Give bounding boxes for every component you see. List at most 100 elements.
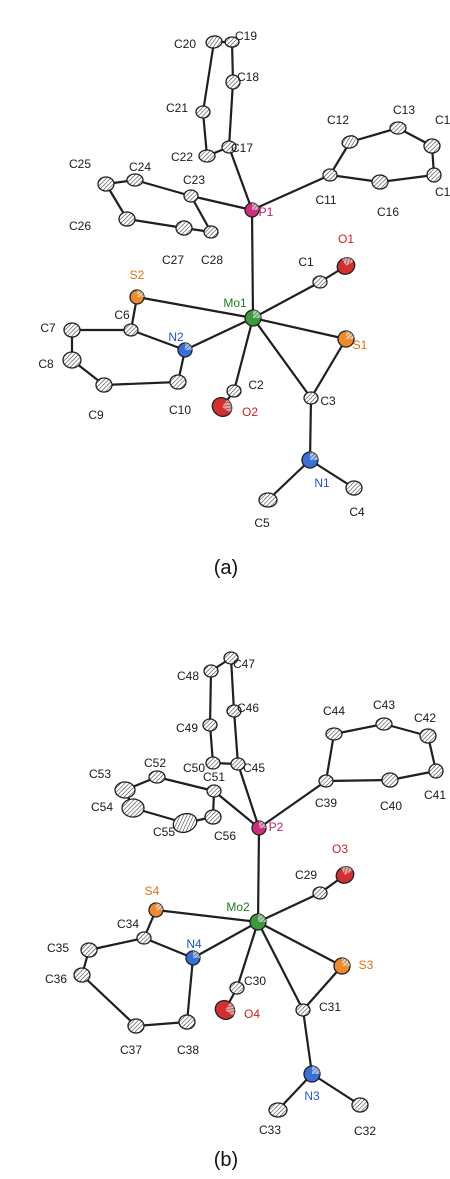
atom-octant-n2 <box>185 343 192 350</box>
atom-label-c14: C14 <box>435 113 450 127</box>
atom-label-c39: C39 <box>315 796 337 810</box>
atom-label-mo1: Mo1 <box>223 296 247 310</box>
atom-c18 <box>225 74 241 90</box>
atom-label-c28: C28 <box>201 253 223 267</box>
atom-c33 <box>268 1102 288 1118</box>
atom-c8 <box>62 351 82 369</box>
atom-label-c12: C12 <box>327 113 349 127</box>
atom-label-c53: C53 <box>89 767 111 781</box>
atom-c27 <box>175 220 193 236</box>
atom-c17 <box>221 140 237 154</box>
atom-label-c52: C52 <box>144 756 166 770</box>
atom-c50 <box>205 756 221 770</box>
atom-label-s3: S3 <box>359 958 374 972</box>
atom-label-c15: C15 <box>435 185 450 199</box>
atom-label-c4: C4 <box>349 505 365 519</box>
bond-c38-n4 <box>185 956 195 1024</box>
atom-label-c35: C35 <box>47 941 69 955</box>
atom-c15 <box>426 167 442 183</box>
atom-c30 <box>229 981 245 995</box>
atom-c26 <box>118 211 136 227</box>
atom-label-c25: C25 <box>69 157 91 171</box>
atom-label-c3: C3 <box>320 394 336 408</box>
atom-label-c17: C17 <box>231 141 253 155</box>
atom-label-c16: C16 <box>377 205 399 219</box>
atom-label-s1: S1 <box>353 338 368 352</box>
bond-p2-mo2 <box>256 826 261 924</box>
atom-c54 <box>121 798 145 818</box>
bond-c34-c35 <box>87 936 146 952</box>
atom-c3 <box>303 391 319 405</box>
atom-label-c50: C50 <box>183 761 205 775</box>
atom-label-c5: C5 <box>254 516 270 530</box>
atom-c14 <box>423 138 441 154</box>
atom-label-c49: C49 <box>176 721 198 735</box>
bond-c21-c22 <box>201 110 209 158</box>
bond-c31-n3 <box>301 1008 314 1076</box>
atom-octant-s1 <box>346 331 354 339</box>
atom-c19 <box>224 36 240 48</box>
atom-c46 <box>226 704 242 718</box>
bond-p1-mo1 <box>250 208 255 320</box>
bond-c34-n4 <box>142 936 195 960</box>
atom-label-c55: C55 <box>153 825 175 839</box>
atom-c2 <box>226 384 242 398</box>
atom-c5 <box>258 492 278 508</box>
atom-c21 <box>195 105 211 119</box>
bond-c51-c52 <box>155 775 216 793</box>
atom-c40 <box>381 772 399 788</box>
atom-c9 <box>95 377 113 393</box>
bond-c20-c21 <box>201 40 216 114</box>
atom-octant-p2 <box>259 821 266 828</box>
atom-c41 <box>428 763 444 779</box>
atom-c29 <box>312 886 328 900</box>
bond-n1-c5 <box>266 458 312 502</box>
atom-label-c48: C48 <box>177 669 199 683</box>
atom-label-c43: C43 <box>373 698 395 712</box>
atom-c43 <box>375 717 393 731</box>
atom-c36 <box>73 967 91 983</box>
atom-c13 <box>389 121 407 135</box>
atoms-panel-a <box>62 35 442 508</box>
atom-label-c33: C33 <box>259 1123 281 1137</box>
atom-c10 <box>169 374 187 390</box>
atom-label-c45: C45 <box>243 761 265 775</box>
bond-mo1-c3 <box>251 316 313 400</box>
bond-c6-n2 <box>129 328 187 352</box>
panel-label-b: (b) <box>214 1149 238 1171</box>
atom-octant-o4 <box>225 1002 235 1016</box>
atom-c49 <box>202 718 218 732</box>
atom-c32 <box>351 1097 369 1113</box>
atom-label-c6: C6 <box>114 308 130 322</box>
atom-label-s4: S4 <box>145 884 160 898</box>
atom-label-c9: C9 <box>88 408 104 422</box>
bond-mo1-s1 <box>251 316 348 341</box>
atom-label-n1: N1 <box>314 476 330 490</box>
atom-label-c10: C10 <box>169 403 191 417</box>
atom-label-c19: C19 <box>235 29 257 43</box>
atom-label-c36: C36 <box>45 972 67 986</box>
atom-octant-mo2 <box>258 914 266 922</box>
atom-c24 <box>126 173 144 187</box>
bond-c36-c37 <box>80 973 138 1028</box>
bond-mo2-c29 <box>256 891 322 924</box>
atom-label-c26: C26 <box>69 219 91 233</box>
atom-c55 <box>172 812 198 834</box>
atom-c38 <box>178 1014 196 1030</box>
atom-label-c23: C23 <box>183 173 205 187</box>
atom-label-n2: N2 <box>168 330 184 344</box>
atom-octant-s4 <box>156 903 163 910</box>
atom-octant-n4 <box>193 951 200 958</box>
atom-c28 <box>203 225 219 239</box>
atom-c56 <box>204 809 222 825</box>
bond-n2-mo1 <box>183 316 255 352</box>
atom-label-c51: C51 <box>203 770 225 784</box>
atom-c1 <box>312 275 328 289</box>
atom-label-c47: C47 <box>233 657 255 671</box>
bond-mo1-c2 <box>232 316 255 393</box>
atom-label-n3: N3 <box>304 1089 320 1103</box>
atom-c37 <box>127 1018 145 1034</box>
atom-c44 <box>325 727 343 741</box>
atom-label-s2: S2 <box>130 268 145 282</box>
